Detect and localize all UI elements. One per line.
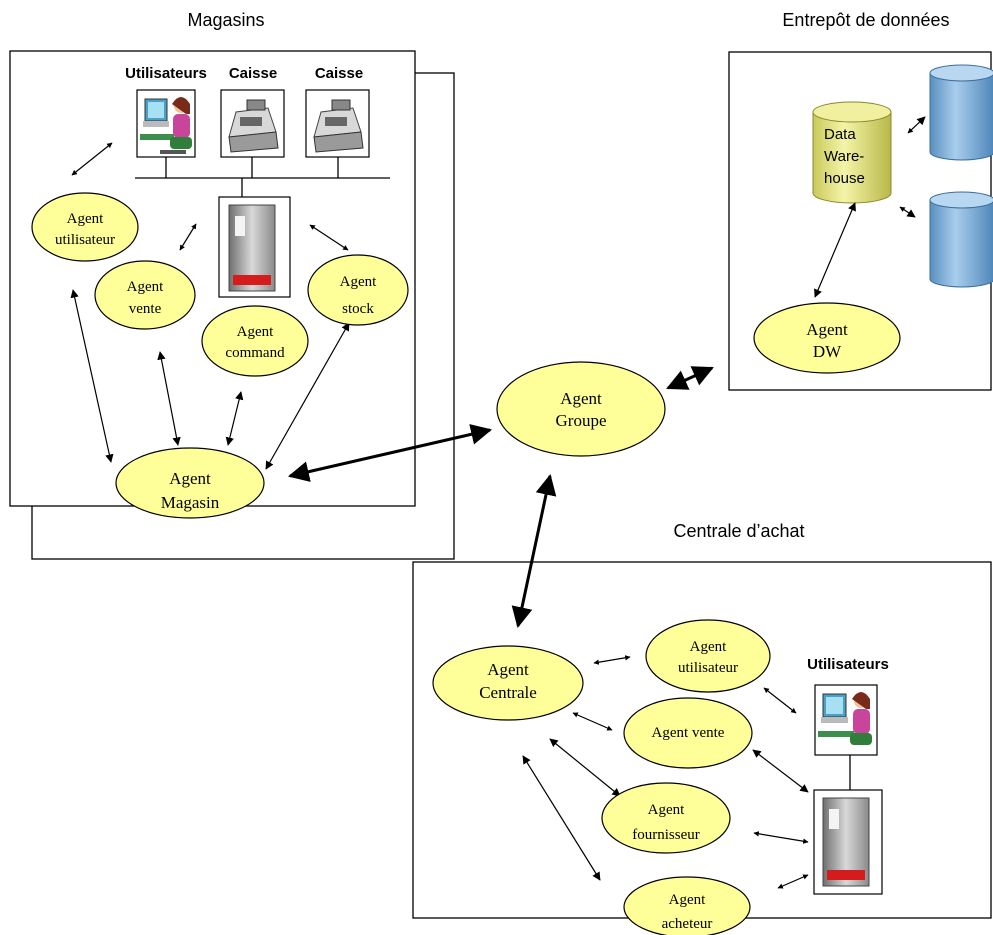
thin-arrows: [70, 116, 926, 889]
agent-groupe: Agent Groupe: [496, 361, 666, 457]
section-title-entrepot: Entrepôt de données: [782, 10, 949, 30]
svg-text:Agent: Agent: [806, 320, 848, 339]
database-cylinder-icon: [929, 191, 993, 288]
cash-register-icon: [305, 89, 370, 158]
user-workstation-icon: [136, 89, 196, 158]
svg-text:Groupe: Groupe: [556, 411, 607, 430]
svg-text:Agent: Agent: [67, 211, 104, 227]
svg-text:Agent: Agent: [237, 324, 274, 340]
svg-text:Agent vente: Agent vente: [652, 725, 725, 741]
section-title-centrale: Centrale d’achat: [673, 521, 804, 541]
section-title-magasins: Magasins: [187, 10, 264, 30]
dw-label-line2: Ware-: [824, 148, 864, 165]
agent-dw: Agent DW: [753, 302, 901, 374]
svg-text:command: command: [225, 345, 285, 361]
svg-text:Agent: Agent: [169, 469, 211, 488]
server-icon: [813, 789, 883, 895]
svg-text:stock: stock: [342, 301, 374, 317]
svg-text:Agent: Agent: [648, 802, 685, 818]
svg-text:acheteur: acheteur: [662, 916, 713, 932]
svg-text:DW: DW: [813, 342, 842, 361]
svg-text:Agent: Agent: [669, 892, 706, 908]
svg-text:utilisateur: utilisateur: [678, 660, 738, 676]
dw-label-line1: Data: [824, 126, 856, 143]
cash-register-icon: [220, 89, 285, 158]
agent-acheteur: Agent acheteur: [623, 876, 751, 935]
agent-centrale-vente: Agent vente: [623, 697, 753, 769]
agent-vente: Agent vente: [94, 260, 196, 330]
agent-centrale: Agent Centrale: [432, 645, 584, 721]
svg-text:utilisateur: utilisateur: [55, 232, 115, 248]
user-workstation-icon: [814, 684, 878, 756]
svg-text:Magasin: Magasin: [161, 493, 220, 512]
data-warehouse-cylinder: Data Ware- house: [812, 101, 892, 204]
svg-text:Agent: Agent: [690, 639, 727, 655]
label-caisse-1: Caisse: [229, 65, 277, 82]
database-cylinder-icon: [929, 64, 993, 161]
svg-text:Agent: Agent: [340, 274, 377, 290]
server-icon: [218, 196, 291, 298]
agent-fournisseur: Agent fournisseur: [601, 782, 731, 854]
agent-magasin: Agent Magasin: [115, 447, 265, 519]
agent-stock: Agent stock: [307, 254, 409, 326]
label-utilisateurs-central: Utilisateurs: [807, 656, 889, 673]
network-bus: [135, 157, 390, 197]
svg-text:Agent: Agent: [487, 660, 529, 679]
svg-text:Agent: Agent: [127, 279, 164, 295]
label-caisse-2: Caisse: [315, 65, 363, 82]
svg-text:fournisseur: fournisseur: [632, 827, 700, 843]
agent-utilisateur: Agent utilisateur: [31, 192, 139, 262]
dw-label-line3: house: [824, 170, 865, 187]
agent-command: Agent command: [201, 305, 309, 377]
svg-text:Centrale: Centrale: [479, 683, 537, 702]
agent-centrale-utilisateur: Agent utilisateur: [645, 619, 771, 693]
label-utilisateurs-store: Utilisateurs: [125, 65, 207, 82]
thick-arrows: [287, 366, 714, 629]
svg-text:Agent: Agent: [560, 389, 602, 408]
svg-text:vente: vente: [129, 301, 162, 317]
